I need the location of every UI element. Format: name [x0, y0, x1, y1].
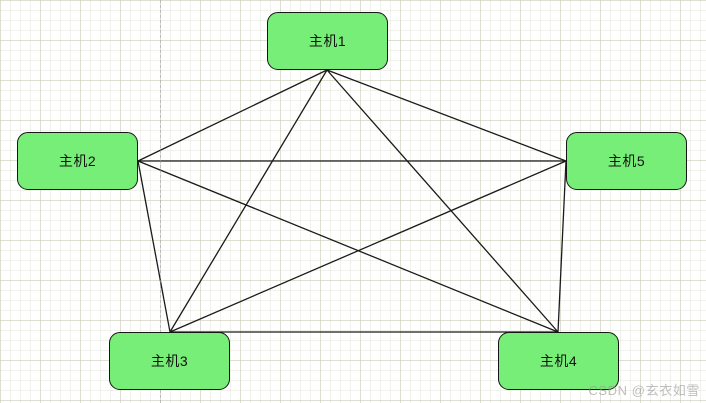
node-host4[interactable]: 主机4: [498, 332, 619, 390]
edge-host4-host5: [557, 160, 567, 333]
node-host5-label: 主机5: [607, 153, 646, 169]
edge-host1-host5: [326, 69, 567, 162]
csdn-watermark: CSDN @玄衣如雪: [588, 383, 700, 398]
node-host2-label: 主机2: [58, 153, 97, 169]
edge-host1-host2: [137, 69, 328, 162]
node-host3[interactable]: 主机3: [109, 332, 230, 390]
edge-host1-host4: [326, 69, 559, 333]
edge-host2-host3: [137, 160, 171, 333]
node-host5[interactable]: 主机5: [566, 132, 687, 190]
node-host3-label: 主机3: [150, 353, 189, 369]
edge-host2-host4: [137, 160, 559, 333]
edge-host1-host3: [169, 69, 328, 333]
node-host1-label: 主机1: [308, 33, 347, 49]
node-host4-label: 主机4: [539, 353, 578, 369]
node-host2[interactable]: 主机2: [17, 132, 138, 190]
node-host1[interactable]: 主机1: [267, 12, 388, 70]
vertical-guide-line: [160, 0, 161, 403]
edge-host3-host5: [169, 160, 567, 333]
